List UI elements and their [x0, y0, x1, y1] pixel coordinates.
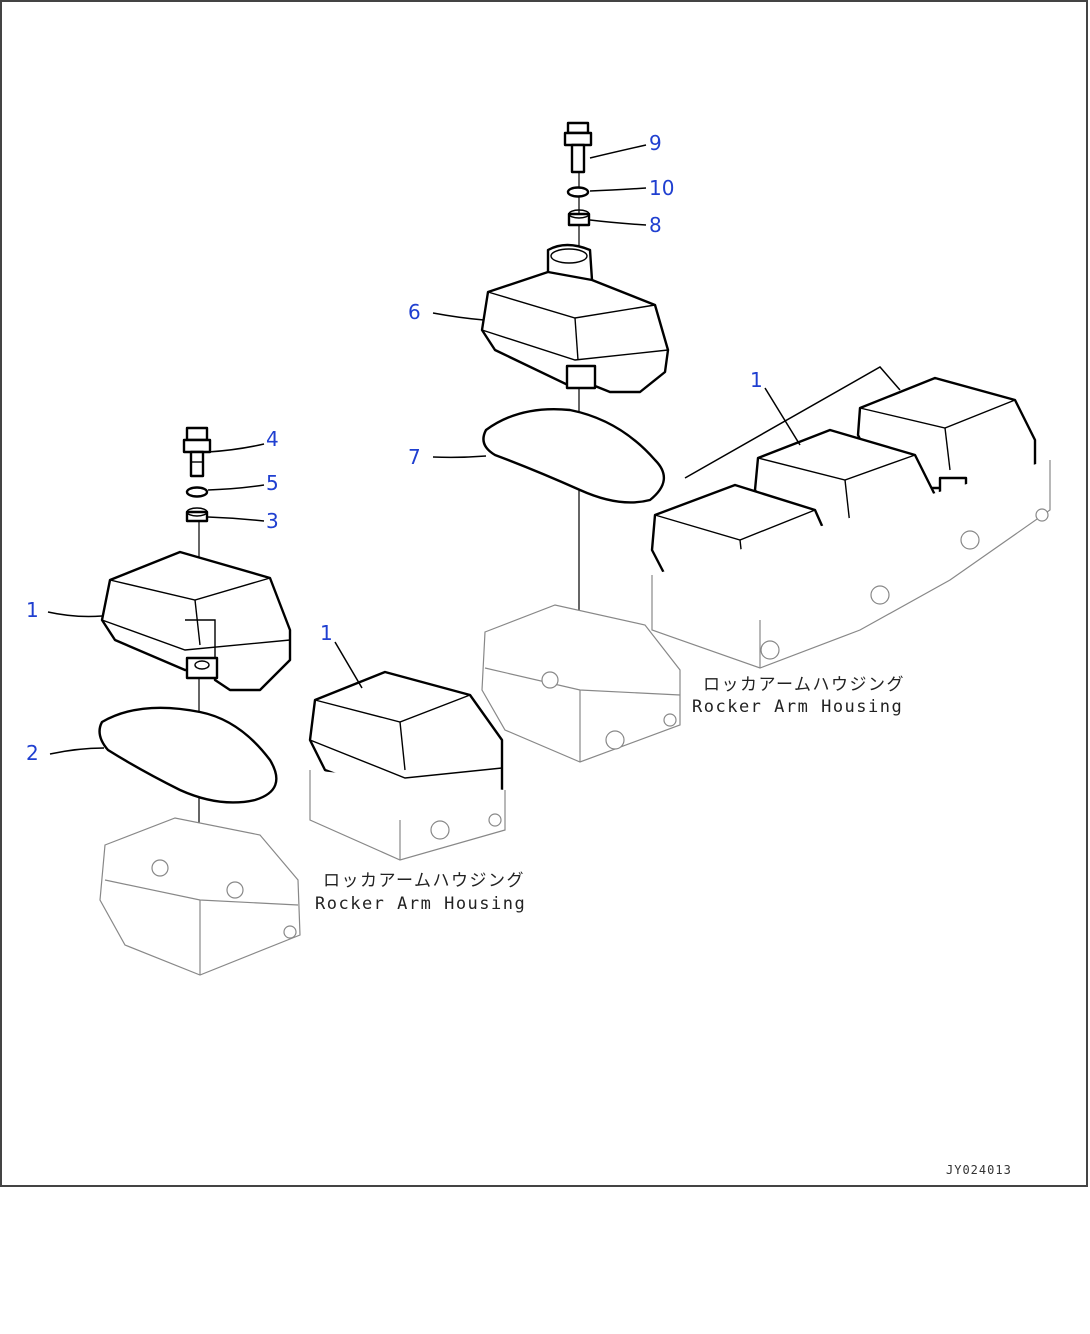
engine-assembly-right-part-1: [650, 376, 1051, 669]
callout-4: 4: [266, 427, 279, 451]
callout-1-right: 1: [750, 368, 763, 392]
caption-middle-japanese: ロッカアームハウジング: [323, 871, 525, 891]
leader-2: [49, 747, 105, 755]
callout-2: 2: [26, 741, 39, 765]
housing-left-ghost: [99, 817, 301, 976]
leader-1-left: [47, 611, 103, 618]
drawing-code: JY024013: [946, 1163, 1012, 1177]
callout-8: 8: [649, 213, 662, 237]
leader-7: [432, 455, 487, 459]
callout-10: 10: [649, 176, 674, 200]
callout-6: 6: [408, 300, 421, 324]
leader-6: [432, 312, 485, 321]
callout-5: 5: [266, 471, 279, 495]
callout-1-mid: 1: [320, 621, 333, 645]
washer-part-10: [566, 186, 590, 198]
housing-center-ghost: [481, 604, 681, 763]
gasket-center-part-7: [482, 408, 665, 504]
page-border: [0, 0, 1088, 1187]
callout-1-left: 1: [26, 598, 39, 622]
bracket-1-right: [684, 366, 901, 479]
leader-4: [207, 443, 265, 453]
caption-right-japanese: ロッカアームハウジング: [703, 675, 905, 695]
caption-right-english: Rocker Arm Housing: [692, 697, 903, 717]
leader-9: [589, 144, 647, 159]
bolt-part-9: [563, 121, 593, 174]
callout-3: 3: [266, 509, 279, 533]
leader-5: [207, 484, 265, 491]
gasket-left-part-2: [98, 706, 278, 804]
leader-1-mid: [334, 641, 363, 689]
callout-9: 9: [649, 131, 662, 155]
caption-middle-english: Rocker Arm Housing: [315, 894, 526, 914]
housing-middle-part-1: [308, 670, 506, 861]
cover-filler-part-6: [480, 243, 670, 394]
cover-left-part-1: [100, 550, 292, 692]
leader-1-right: [764, 387, 801, 446]
bolt-part-4: [182, 426, 212, 478]
collar-part-3: [185, 507, 209, 523]
collar-part-8: [567, 209, 591, 227]
leader-3: [207, 516, 265, 522]
washer-part-5: [185, 486, 209, 498]
leader-10: [589, 187, 647, 192]
leader-8: [589, 219, 647, 226]
callout-7: 7: [408, 445, 421, 469]
